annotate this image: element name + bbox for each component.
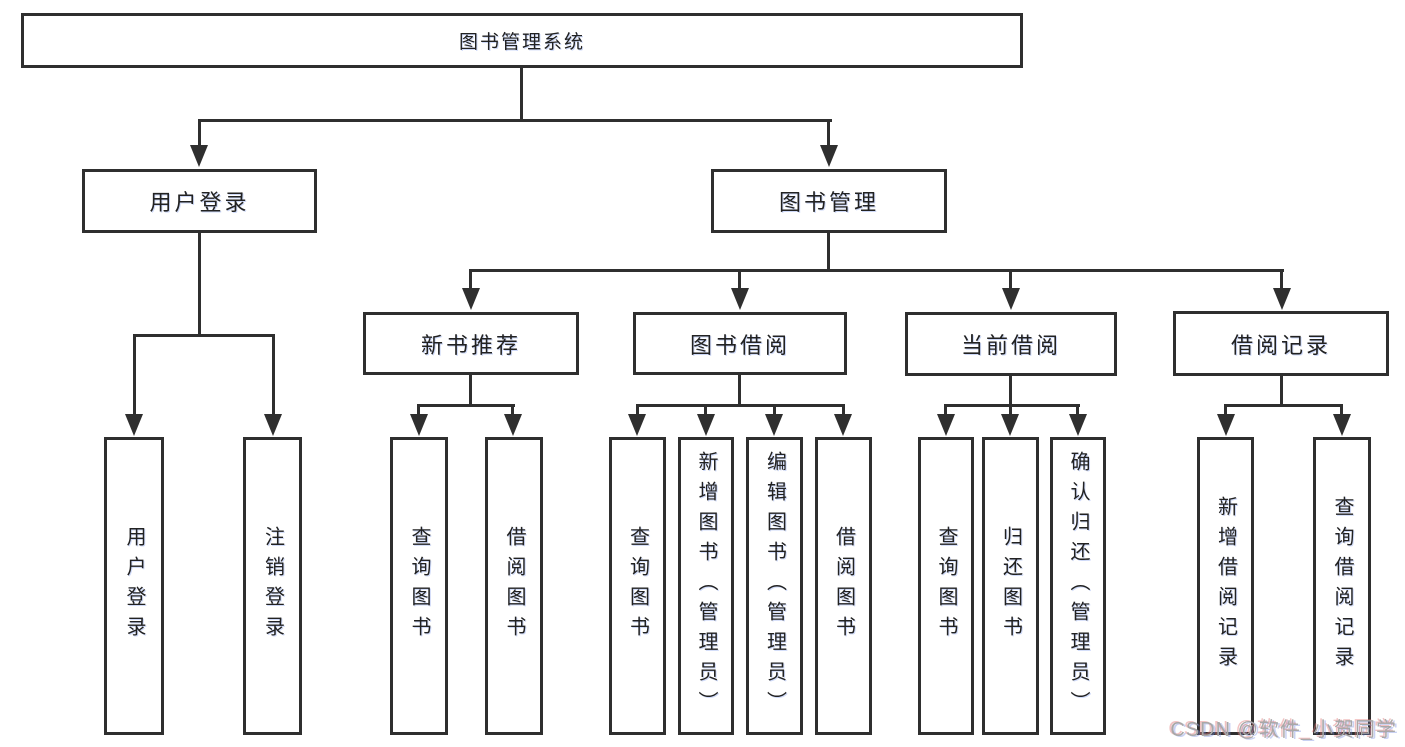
arrow-down-icon	[462, 288, 480, 310]
connector-line	[773, 404, 776, 419]
node-library-management-system: 图书管理系统	[21, 13, 1023, 68]
connector-line	[198, 119, 832, 122]
node-label: 查询借阅记录	[1331, 496, 1353, 676]
arrow-down-icon	[1333, 414, 1351, 436]
connector-line	[1224, 404, 1343, 407]
connector-line	[704, 404, 707, 419]
node-new-book-recommendation: 新书推荐	[363, 312, 579, 375]
leaf-user-login: 用户登录	[104, 437, 164, 735]
leaf-return-books: 归还图书	[982, 437, 1039, 735]
node-book-borrowing: 图书借阅	[633, 312, 847, 375]
node-label: 确认归还（管理员）	[1067, 451, 1089, 721]
node-label: 查询图书	[626, 526, 649, 646]
arrow-down-icon	[190, 145, 208, 167]
leaf-borrow-books-borrowing: 借阅图书	[815, 437, 872, 735]
connector-line	[944, 404, 1080, 407]
leaf-query-books-borrowing: 查询图书	[609, 437, 666, 735]
arrow-down-icon	[937, 414, 955, 436]
arrow-down-icon	[264, 414, 282, 436]
leaf-logout: 注销登录	[243, 437, 302, 735]
connector-line	[511, 404, 514, 419]
node-label: 图书管理系统	[458, 32, 585, 53]
leaf-edit-book-admin: 编辑图书（管理员）	[746, 437, 803, 735]
node-label: 编辑图书（管理员）	[763, 451, 786, 721]
connector-line	[1076, 404, 1079, 419]
node-user-login: 用户登录	[82, 169, 317, 233]
arrow-down-icon	[697, 414, 715, 436]
leaf-query-books-current: 查询图书	[918, 437, 974, 735]
node-borrowing-records: 借阅记录	[1173, 311, 1389, 376]
connector-line	[198, 119, 201, 149]
arrow-down-icon	[731, 288, 749, 310]
connector-line	[1280, 269, 1283, 293]
connector-line	[469, 375, 472, 407]
node-label: 当前借阅	[960, 333, 1061, 358]
leaf-add-book-admin: 新增图书（管理员）	[678, 437, 734, 735]
arrow-down-icon	[410, 414, 428, 436]
arrow-down-icon	[834, 414, 852, 436]
arrow-down-icon	[1001, 414, 1019, 436]
node-label: 借阅记录	[1230, 332, 1331, 358]
node-label: 归还图书	[999, 526, 1022, 646]
node-label: 图书管理	[778, 190, 879, 215]
arrow-down-icon	[1069, 414, 1087, 436]
node-label: 新增图书（管理员）	[695, 451, 717, 721]
connector-line	[738, 269, 741, 293]
connector-line	[827, 119, 830, 149]
connector-line	[636, 404, 639, 419]
connector-line	[1009, 404, 1012, 419]
node-label: 借阅图书	[503, 526, 525, 646]
node-label: 新书推荐	[420, 332, 521, 358]
connector-line	[469, 269, 1284, 272]
leaf-query-borrow-record: 查询借阅记录	[1313, 437, 1371, 735]
arrow-down-icon	[1002, 288, 1020, 310]
node-label: 借阅图书	[832, 526, 855, 646]
node-label: 图书借阅	[689, 332, 790, 358]
arrow-down-icon	[628, 414, 646, 436]
arrow-down-icon	[1217, 414, 1235, 436]
connector-line	[198, 233, 201, 337]
connector-line	[417, 404, 515, 407]
connector-line	[417, 404, 420, 419]
node-label: 查询图书	[935, 526, 957, 646]
connector-line	[636, 404, 845, 407]
node-label: 查询图书	[408, 526, 430, 646]
connector-line	[469, 269, 472, 293]
arrow-down-icon	[1273, 288, 1291, 310]
leaf-confirm-return-admin: 确认归还（管理员）	[1050, 437, 1106, 735]
arrow-down-icon	[820, 145, 838, 167]
connector-line	[133, 334, 275, 337]
connector-line	[1009, 269, 1012, 293]
arrow-down-icon	[504, 414, 522, 436]
node-current-borrowing: 当前借阅	[905, 312, 1117, 376]
connector-line	[1340, 404, 1343, 419]
node-label: 用户登录	[149, 190, 250, 215]
watermark-text: CSDN @软件_小贺同学	[1170, 719, 1397, 741]
connector-line	[272, 334, 275, 416]
leaf-add-borrow-record: 新增借阅记录	[1197, 437, 1254, 735]
connector-line	[827, 233, 830, 272]
connector-line	[1280, 376, 1283, 407]
connector-line	[1009, 376, 1012, 407]
node-label: 用户登录	[123, 526, 145, 646]
connector-line	[520, 68, 523, 121]
connector-line	[1224, 404, 1227, 419]
leaf-query-books-recommend: 查询图书	[390, 437, 448, 735]
leaf-borrow-books-recommend: 借阅图书	[485, 437, 543, 735]
connector-line	[944, 404, 947, 419]
node-label: 新增借阅记录	[1214, 496, 1237, 676]
connector-line	[842, 404, 845, 419]
connector-line	[133, 334, 136, 416]
connector-line	[738, 375, 741, 407]
node-label: 注销登录	[261, 526, 284, 646]
arrow-down-icon	[125, 414, 143, 436]
arrow-down-icon	[765, 414, 783, 436]
node-book-management: 图书管理	[711, 169, 947, 233]
